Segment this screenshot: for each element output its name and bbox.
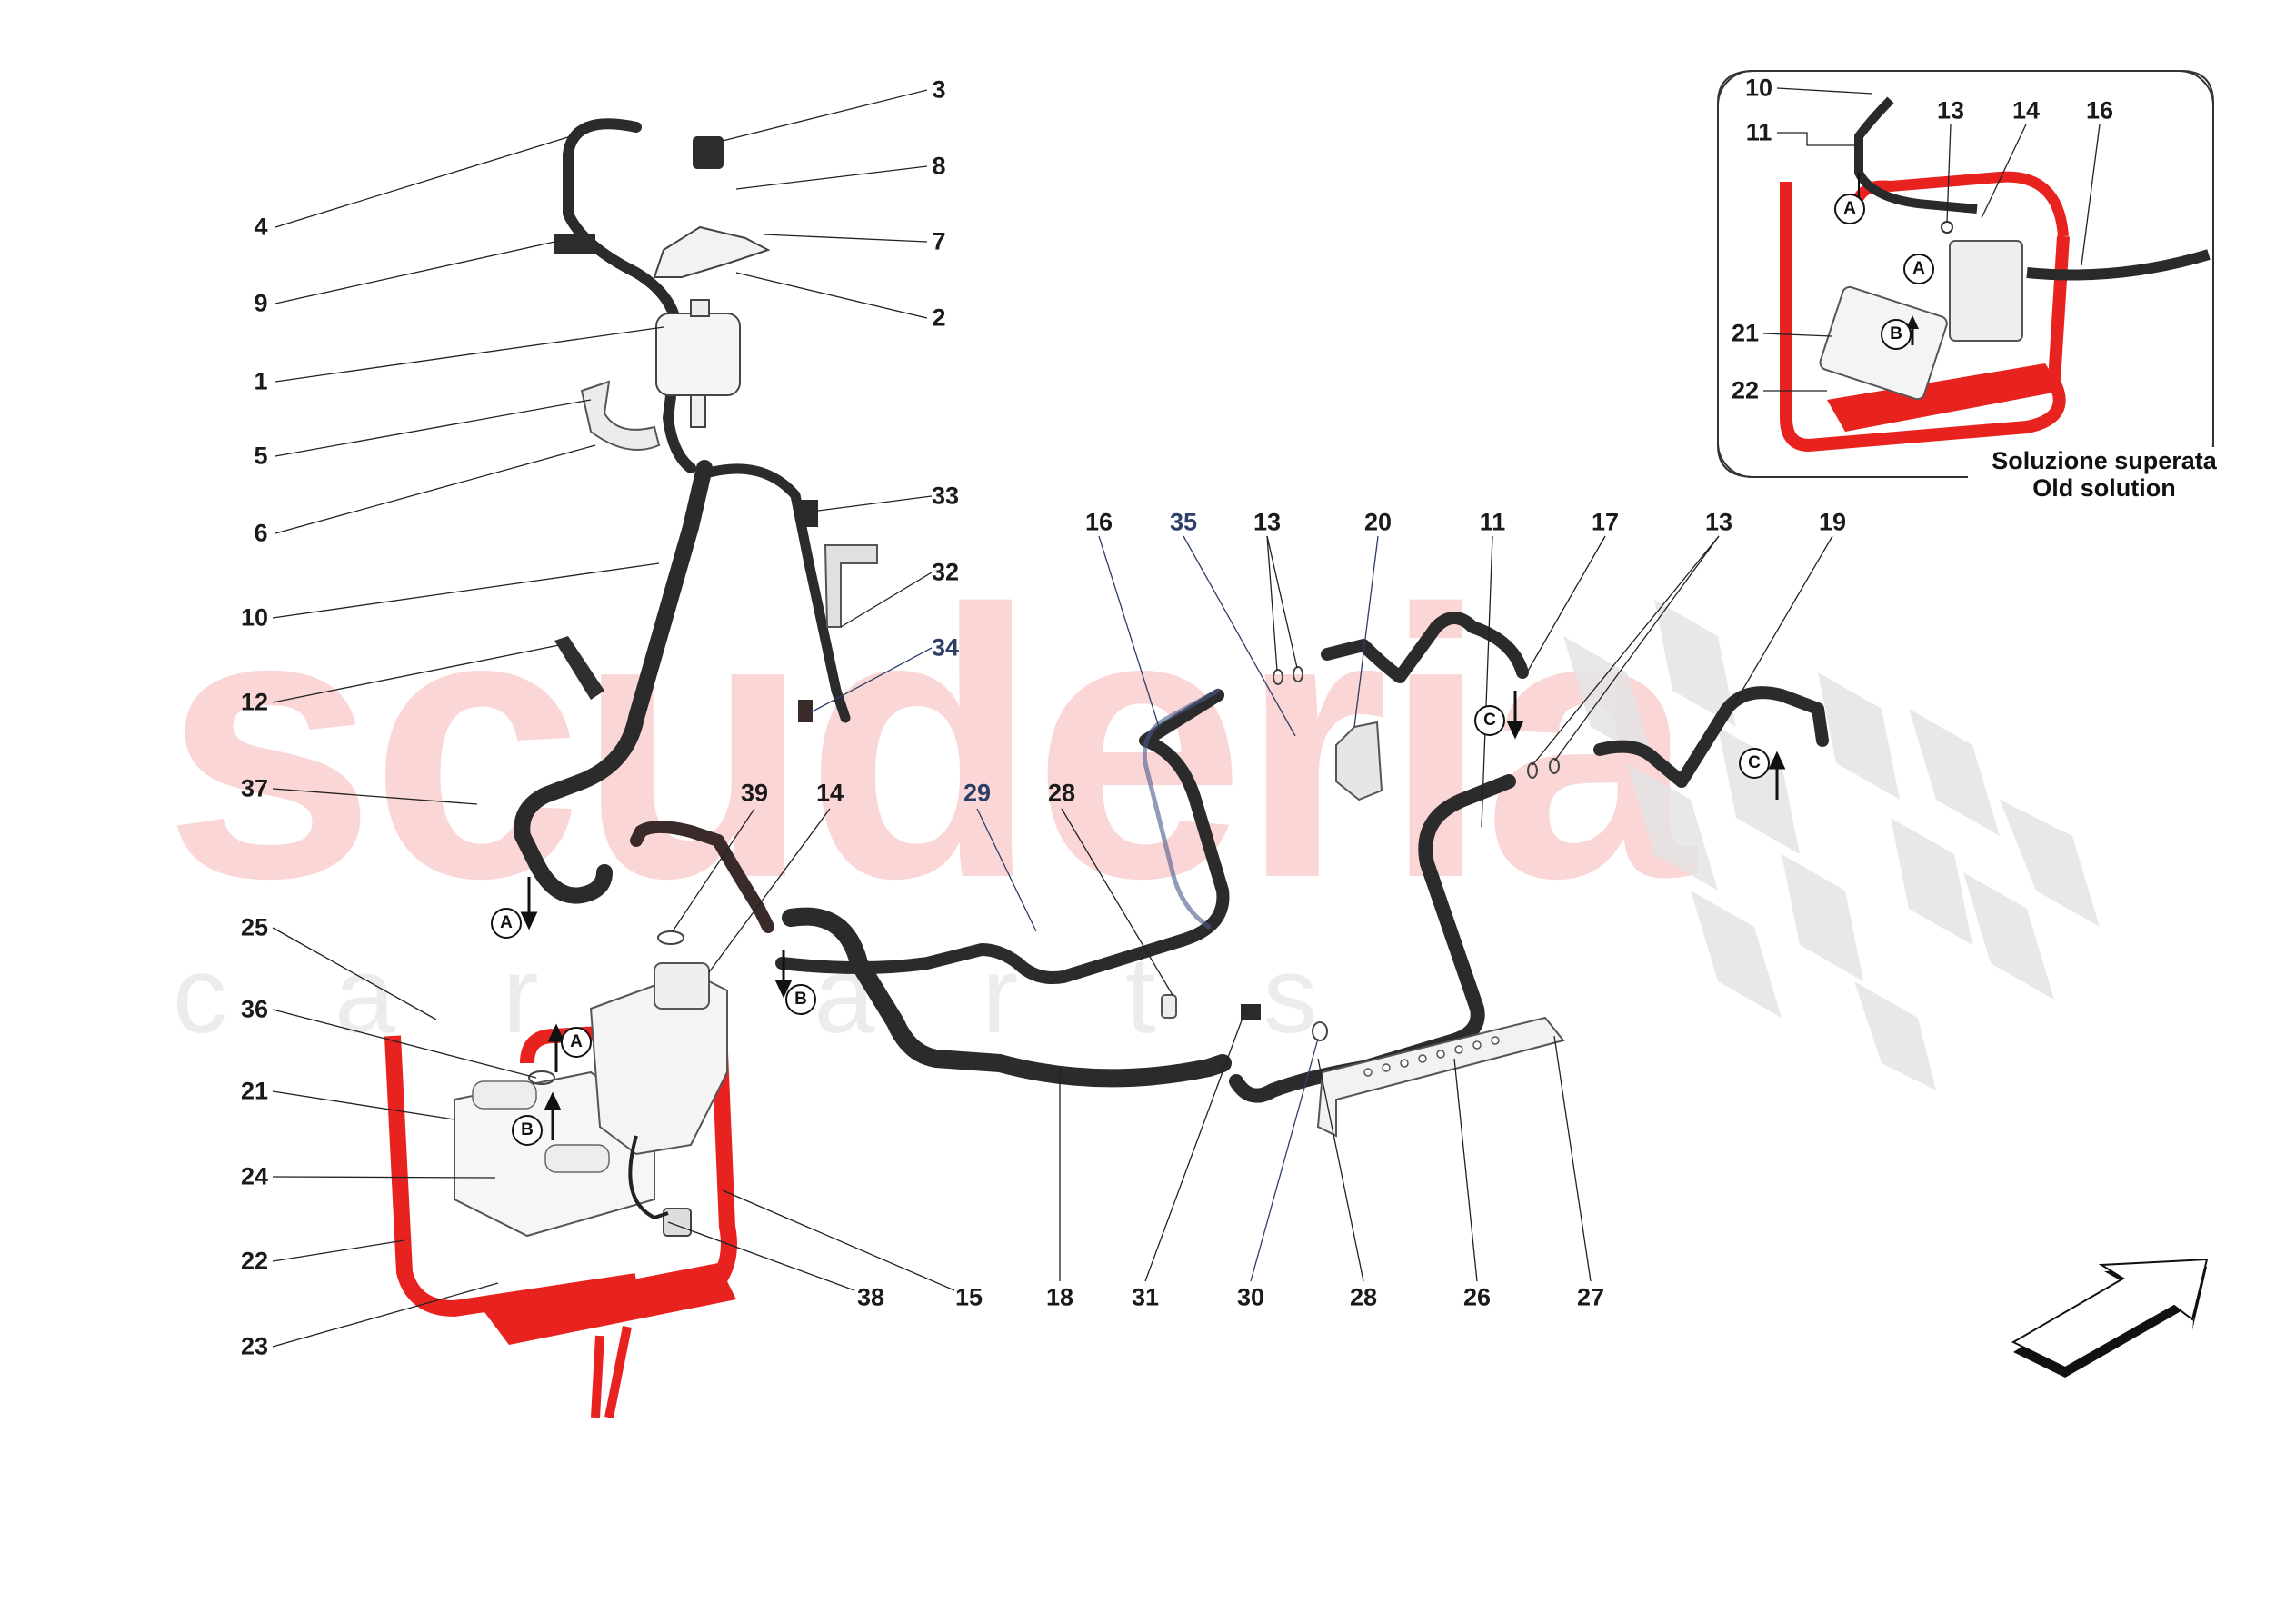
inset-callout-11[interactable]: 11 — [1745, 118, 1772, 146]
callout-29[interactable]: 29 — [963, 779, 992, 807]
callout-5[interactable]: 5 — [254, 442, 268, 470]
bracket-32 — [824, 544, 878, 628]
callout-6[interactable]: 6 — [254, 519, 268, 547]
callout-13[interactable]: 13 — [1253, 508, 1282, 536]
frame-22-plate — [482, 1263, 736, 1345]
flow-arrows — [520, 691, 1786, 1140]
callout-4[interactable]: 4 — [254, 213, 268, 241]
callout-12[interactable]: 12 — [240, 688, 269, 716]
cap-3 — [693, 136, 724, 169]
callout-24[interactable]: 24 — [240, 1162, 269, 1190]
inset-illustration — [1762, 87, 2211, 453]
heat-shield-5 — [580, 380, 661, 451]
inset-callout-21[interactable]: 21 — [1731, 319, 1760, 347]
callout-2[interactable]: 2 — [932, 304, 946, 332]
inset-connection-marker-a: A — [1903, 254, 1934, 284]
hose-18 — [782, 907, 1232, 1088]
leader-lines — [272, 89, 1833, 1348]
expansion-tank-1 — [655, 299, 741, 428]
callout-7[interactable]: 7 — [932, 227, 946, 255]
callout-26[interactable]: 26 — [1462, 1283, 1492, 1311]
callout-14[interactable]: 14 — [815, 779, 844, 807]
callout-11[interactable]: 11 — [1479, 508, 1506, 536]
callout-32[interactable]: 32 — [931, 558, 960, 586]
callout-16[interactable]: 16 — [1084, 508, 1113, 536]
callout-8[interactable]: 8 — [932, 152, 946, 180]
callout-13[interactable]: 13 — [1704, 508, 1733, 536]
hoses — [514, 118, 1829, 1103]
callout-27[interactable]: 27 — [1576, 1283, 1605, 1311]
clamp-28 — [1161, 994, 1177, 1019]
inset-caption: Soluzione superata Old solution — [1968, 447, 2241, 502]
checkered-flag-watermark — [1563, 600, 2100, 1090]
callout-37[interactable]: 37 — [240, 774, 269, 802]
connection-marker-c: C — [1739, 748, 1770, 779]
front-direction-arrow-icon — [2011, 1258, 2209, 1378]
callout-30[interactable]: 30 — [1236, 1283, 1265, 1311]
clip-34 — [798, 700, 813, 722]
callout-31[interactable]: 31 — [1131, 1283, 1160, 1311]
inset-caption-english: Old solution — [2032, 474, 2176, 502]
hose-B — [775, 689, 1230, 984]
callout-39[interactable]: 39 — [740, 779, 769, 807]
inset-callout-16[interactable]: 16 — [2085, 96, 2114, 124]
inset-caption-italian: Soluzione superata — [1992, 447, 2217, 474]
connection-marker-b: B — [785, 984, 816, 1015]
callout-28[interactable]: 28 — [1349, 1283, 1378, 1311]
hose-upper-right — [704, 463, 851, 723]
callout-36[interactable]: 36 — [240, 995, 269, 1023]
callout-25[interactable]: 25 — [240, 913, 269, 941]
inset-connection-marker-b: B — [1881, 319, 1912, 350]
connection-marker-b: B — [512, 1115, 543, 1146]
bracket-26-holes — [1363, 1036, 1500, 1077]
callout-10[interactable]: 10 — [240, 603, 269, 632]
washers — [528, 666, 1560, 1085]
bracket-20 — [1335, 721, 1383, 801]
clip-9 — [554, 234, 595, 254]
hose-4 — [563, 118, 696, 473]
bracket-26 — [1316, 1016, 1565, 1138]
callout-23[interactable]: 23 — [240, 1332, 269, 1360]
inset-connection-marker-a: A — [1834, 194, 1865, 224]
inset-callout-10[interactable]: 10 — [1744, 74, 1773, 102]
connection-marker-a: A — [561, 1027, 592, 1058]
pump-14 — [589, 962, 728, 1237]
callout-34[interactable]: 34 — [931, 633, 960, 662]
hose-10 — [514, 460, 713, 904]
callout-28[interactable]: 28 — [1047, 779, 1076, 807]
callout-9[interactable]: 9 — [254, 289, 268, 317]
hose-16-blue — [1142, 688, 1221, 930]
callout-17[interactable]: 17 — [1591, 508, 1620, 536]
callout-3[interactable]: 3 — [932, 75, 946, 104]
callout-15[interactable]: 15 — [954, 1283, 983, 1311]
callout-19[interactable]: 19 — [1818, 508, 1847, 536]
callout-38[interactable]: 38 — [856, 1283, 885, 1311]
clip-33 — [800, 500, 818, 527]
callout-1[interactable]: 1 — [254, 367, 268, 395]
pipe-19 — [1593, 686, 1829, 788]
hose-14-feed — [630, 821, 774, 933]
frame-22-leg — [591, 1326, 632, 1418]
connection-marker-c: C — [1474, 705, 1505, 736]
connection-marker-a: A — [491, 908, 522, 939]
connector-12 — [554, 636, 604, 700]
inset-callout-14[interactable]: 14 — [2011, 96, 2041, 124]
callout-33[interactable]: 33 — [931, 482, 960, 510]
callout-22[interactable]: 22 — [240, 1247, 269, 1275]
inset-callout-22[interactable]: 22 — [1731, 376, 1760, 404]
callout-18[interactable]: 18 — [1045, 1283, 1074, 1311]
bracket-7 — [653, 225, 771, 278]
sensor-31 — [1241, 1004, 1261, 1020]
pipe-17 — [1321, 612, 1529, 683]
callout-21[interactable]: 21 — [240, 1077, 269, 1105]
inset-callout-13[interactable]: 13 — [1936, 96, 1965, 124]
callout-35[interactable]: 35 — [1169, 508, 1198, 536]
callout-20[interactable]: 20 — [1363, 508, 1393, 536]
